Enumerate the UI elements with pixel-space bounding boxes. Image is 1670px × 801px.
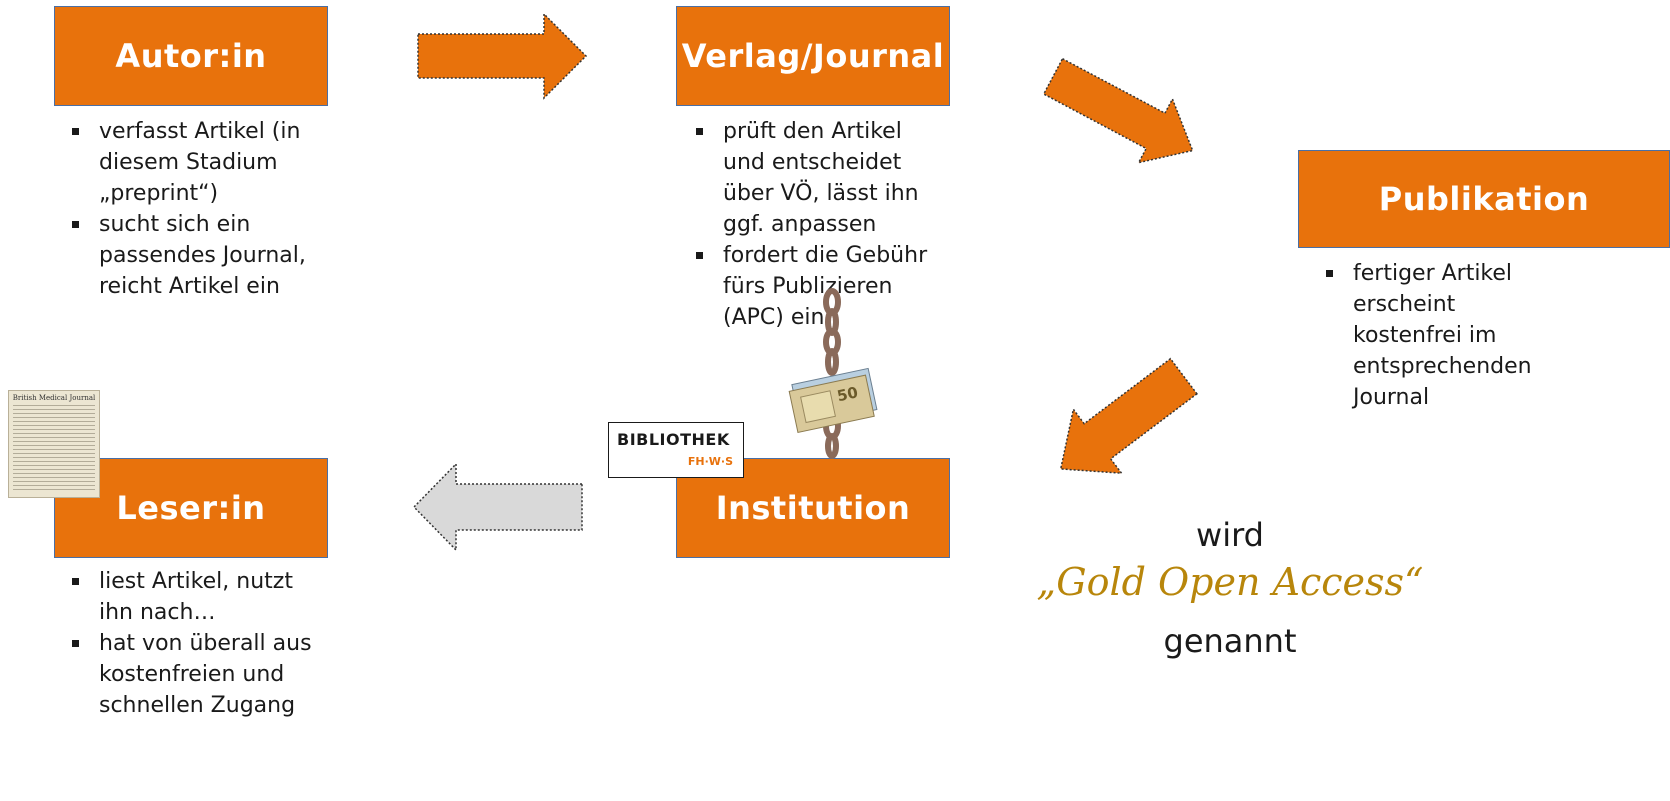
arrow-institution-to-leser <box>412 462 583 552</box>
list-item: prüft den Artikel und entscheidet über V… <box>678 116 946 240</box>
arrow-autor-to-verlag <box>417 12 588 100</box>
publikation-box: Publikation <box>1298 150 1670 248</box>
list-item: hat von überall aus kostenfreien und sch… <box>54 628 330 721</box>
leser-bullets: liest Artikel, nutzt ihn nach… hat von ü… <box>54 566 330 721</box>
list-item: verfasst Artikel (in diesem Stadium „pre… <box>54 116 324 209</box>
leser-box: Leser:in <box>54 458 328 558</box>
list-item: sucht sich ein passendes Journal, reicht… <box>54 209 324 302</box>
logo-main-text: BIBLIOTHEK <box>617 430 730 449</box>
verlag-bullets: prüft den Artikel und entscheidet über V… <box>678 116 946 333</box>
library-logo: BIBLIOTHEK FH·W·S <box>608 422 744 478</box>
list-item: liest Artikel, nutzt ihn nach… <box>54 566 330 628</box>
chain-money-icon: 50 <box>788 288 878 459</box>
newspaper-image: British Medical Journal <box>8 390 100 498</box>
autor-bullets: verfasst Artikel (in diesem Stadium „pre… <box>54 116 324 302</box>
list-item: fordert die Gebühr fürs Publizieren (APC… <box>678 240 946 333</box>
publikation-bullets: fertiger Artikel erscheint kostenfrei im… <box>1308 258 1558 413</box>
gold-open-access-title: „Gold Open Access“ <box>1036 560 1424 604</box>
newspaper-text-lines <box>13 405 95 493</box>
banknote-value: 50 <box>835 383 859 405</box>
logo-sub-text: FH·W·S <box>687 455 733 468</box>
verlag-box: Verlag/Journal <box>676 6 950 106</box>
newspaper-title: British Medical Journal <box>12 394 96 402</box>
autor-box: Autor:in <box>54 6 328 106</box>
institution-box: Institution <box>676 458 950 558</box>
arrow-publikation-to-institution <box>1059 357 1198 475</box>
gold-text-wird: wird <box>1196 516 1264 554</box>
arrow-verlag-to-publikation <box>1042 57 1194 164</box>
gold-text-genannt: genannt <box>1163 622 1297 660</box>
list-item: fertiger Artikel erscheint kostenfrei im… <box>1308 258 1558 413</box>
